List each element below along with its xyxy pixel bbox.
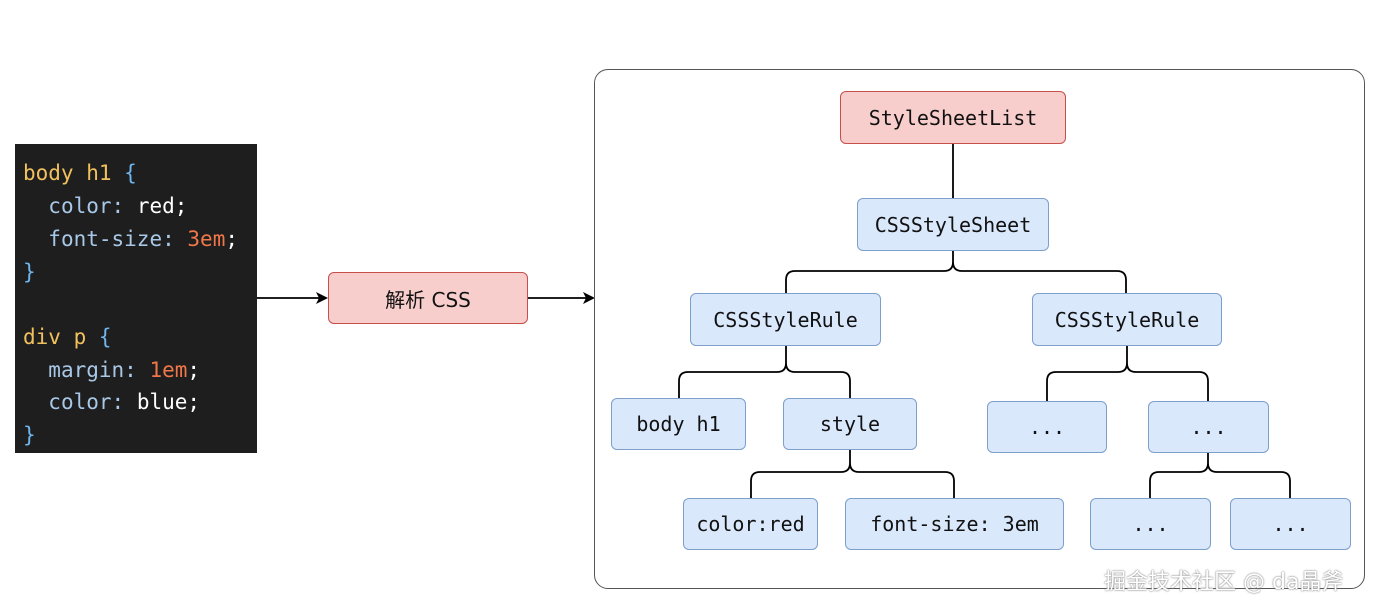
ellipsis-node: ... bbox=[1090, 498, 1211, 550]
edge-rule-right-children bbox=[1046, 346, 1209, 401]
ellipsis-node: ... bbox=[987, 401, 1107, 453]
cssstylerule-right-node: CSSStyleRule bbox=[1032, 293, 1222, 346]
edge-sheet-rules bbox=[785, 251, 1127, 293]
code-line-2: color: red; bbox=[48, 194, 188, 218]
ellipsis-node: ... bbox=[1148, 401, 1269, 453]
cssstylerule-left-node: CSSStyleRule bbox=[690, 293, 881, 346]
declaration-color-node: color:red bbox=[683, 498, 818, 550]
code-line-8: } bbox=[23, 423, 36, 447]
parse-css-node: 解析 CSS bbox=[328, 272, 528, 324]
edge-ellipsis-children bbox=[1149, 453, 1291, 498]
style-node: style bbox=[783, 398, 917, 450]
code-line-7: color: blue; bbox=[48, 390, 201, 414]
edge-style-children bbox=[750, 450, 955, 498]
code-line-6: margin: 1em; bbox=[48, 358, 201, 382]
edge-rule-left-children bbox=[678, 346, 851, 398]
ellipsis-node: ... bbox=[1230, 498, 1351, 550]
cssom-tree-panel bbox=[594, 69, 1365, 589]
selector-node: body h1 bbox=[611, 398, 746, 450]
code-line-3: font-size: 3em; bbox=[48, 227, 238, 251]
code-line-4: } bbox=[23, 260, 36, 284]
code-line-1: body h1 { bbox=[23, 161, 137, 185]
stylesheetlist-node: StyleSheetList bbox=[840, 91, 1066, 144]
declaration-font-size-node: font-size: 3em bbox=[845, 498, 1064, 550]
watermark: 掘金技术社区 @ da晶斧 bbox=[1104, 570, 1344, 595]
cssstylesheet-node: CSSStyleSheet bbox=[857, 198, 1049, 251]
css-code-block: body h1 { color: red; font-size: 3em; } … bbox=[15, 144, 257, 453]
code-line-5: div p { bbox=[23, 325, 112, 349]
